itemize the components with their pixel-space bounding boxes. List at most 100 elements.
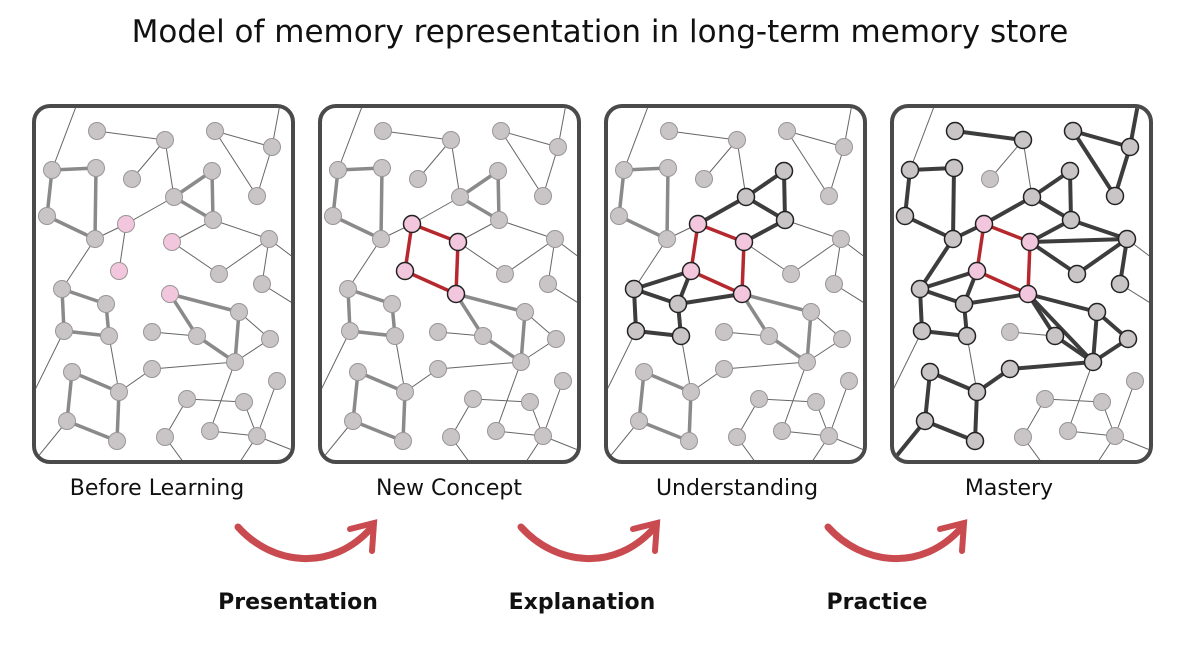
memory-node: [1014, 428, 1032, 446]
new-concept-node: [974, 214, 994, 234]
weak-link: [500, 130, 559, 148]
weak-link: [164, 139, 175, 198]
strong-link: [1069, 218, 1129, 241]
memory-node: [534, 427, 552, 445]
memory-node: [547, 330, 565, 348]
memory-node: [442, 428, 460, 446]
memory-node: [201, 422, 219, 440]
memory-node: [489, 162, 507, 180]
memory-node: [512, 353, 530, 371]
memory-node: [615, 161, 633, 179]
link: [665, 166, 670, 241]
panel-label-new-concept: New Concept: [376, 476, 522, 501]
new-concept-node: [688, 214, 708, 234]
weak-link: [723, 361, 808, 370]
memory-node: [1060, 161, 1080, 181]
panel-new-concept: [318, 104, 581, 464]
weak-link: [457, 241, 506, 275]
link: [740, 292, 813, 314]
weak-link: [498, 219, 556, 240]
weak-link: [1067, 361, 1094, 432]
strong-link: [676, 292, 744, 306]
memory-node: [394, 432, 412, 450]
memory-node: [38, 207, 56, 225]
memory-node: [409, 170, 427, 188]
memory-node: [386, 327, 404, 345]
memory-node: [1110, 274, 1130, 294]
memory-node: [534, 187, 552, 205]
weak-link: [633, 238, 668, 290]
weak-link: [322, 420, 354, 460]
new-concept-node: [395, 261, 415, 281]
memory-node: [774, 161, 794, 181]
memory-node: [383, 295, 401, 313]
memory-node: [156, 428, 174, 446]
strong-link: [918, 269, 979, 291]
memory-node: [53, 280, 71, 298]
memory-node: [900, 160, 920, 180]
weak-link: [96, 130, 166, 141]
memory-node: [108, 432, 126, 450]
weak-link: [500, 130, 544, 197]
memory-node: [1063, 121, 1083, 141]
memory-node: [143, 323, 161, 341]
memory-node: [912, 321, 932, 341]
memory-node: [474, 327, 492, 345]
memory-node: [253, 275, 271, 293]
memory-node: [895, 206, 915, 226]
memory-node: [1093, 393, 1111, 411]
memory-node: [680, 432, 698, 450]
weak-link: [743, 241, 792, 275]
weak-link: [256, 380, 278, 437]
panel-understanding: [604, 104, 867, 464]
weak-link: [347, 238, 382, 290]
weak-link: [472, 398, 531, 403]
new-concept-node: [967, 261, 987, 281]
new-concept-node: [734, 232, 754, 252]
memory-node: [1117, 229, 1137, 249]
memory-node: [671, 326, 691, 346]
memory-node: [1105, 186, 1125, 206]
new-concept-node: [681, 261, 701, 281]
memory-node: [1126, 372, 1144, 390]
strong-link: [1028, 240, 1079, 276]
step-explanation: Explanation: [508, 590, 656, 615]
weak-link: [214, 130, 258, 197]
weak-link: [151, 361, 236, 370]
new-concept-node: [1018, 284, 1038, 304]
memory-node: [165, 188, 183, 206]
memory-node: [63, 363, 81, 381]
memory-node: [668, 294, 688, 314]
memory-node: [825, 275, 843, 293]
memory-node: [373, 159, 391, 177]
weak-link: [36, 420, 68, 460]
memory-node: [782, 265, 800, 283]
memory-node: [773, 422, 791, 440]
memory-node: [341, 322, 359, 340]
weak-link: [608, 420, 640, 460]
memory-node: [1087, 302, 1107, 322]
panel-before-learning: [32, 104, 295, 464]
memory-node: [1045, 326, 1065, 346]
weak-link: [781, 361, 808, 432]
weak-link: [909, 108, 935, 171]
new-concept-node: [446, 284, 466, 304]
weak-link: [186, 398, 245, 403]
weak-link: [450, 139, 461, 198]
memory-node: [230, 303, 248, 321]
diagram-title: Model of memory representation in long-t…: [131, 14, 1069, 50]
memory-node: [954, 294, 974, 314]
memory-node: [1059, 422, 1077, 440]
memory-node: [624, 279, 644, 299]
memory-node: [86, 230, 104, 248]
memory-node: [429, 323, 447, 341]
weak-link: [786, 130, 830, 197]
memory-node: [487, 422, 505, 440]
memory-node: [261, 330, 279, 348]
memory-node: [374, 122, 392, 140]
memory-node: [1067, 264, 1087, 284]
new-concept-node: [161, 285, 179, 303]
memory-node: [97, 295, 115, 313]
memory-node: [203, 162, 221, 180]
memory-node: [396, 383, 414, 401]
